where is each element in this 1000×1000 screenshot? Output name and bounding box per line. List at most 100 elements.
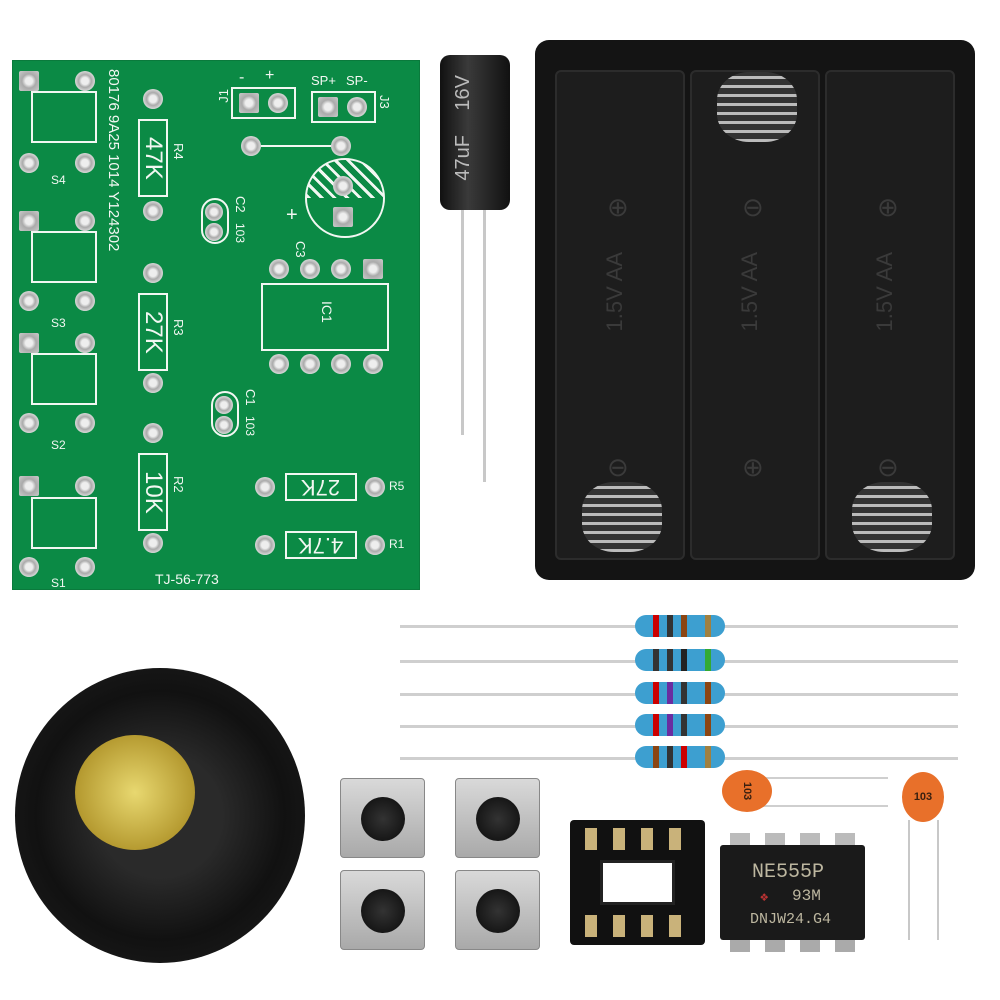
component-part [667, 682, 673, 704]
c2-label: C2 [233, 196, 248, 213]
ic1-label: IC1 [319, 301, 335, 323]
component-part: 1.5V AA [737, 252, 762, 332]
ref-label: R5 [389, 479, 405, 493]
cap-footprint-c1 [211, 391, 239, 437]
component-part [681, 714, 687, 736]
component-part: ⊖ [877, 452, 899, 482]
solder-pad [268, 93, 288, 113]
component-part [908, 820, 910, 940]
component-part: 47K [140, 136, 167, 180]
solder-pad [363, 259, 383, 279]
component-part [653, 714, 659, 736]
component-part: ⊖ [742, 192, 764, 222]
c1-label: C1 [243, 389, 258, 406]
pcb-serial: 80176 9A25 1014 Y124302 [105, 69, 122, 252]
spring-icon [717, 72, 797, 142]
ti-logo-icon: ❖ [760, 890, 769, 906]
ne555-chip: NE555P ❖ 93M DNJW24.G4 [720, 845, 865, 940]
solder-pad [363, 354, 383, 374]
solder-pad [75, 71, 95, 91]
solder-pad [300, 354, 320, 374]
chip-lot: DNJW24.G4 [750, 911, 832, 928]
component-part [667, 649, 673, 671]
ic-socket [570, 820, 705, 945]
solder-pad [215, 416, 233, 434]
tactile-button [455, 778, 540, 858]
j1-minus: - [239, 69, 245, 86]
component-part: 1.5V AA [872, 252, 897, 332]
tactile-button [340, 778, 425, 858]
component-part [800, 833, 820, 847]
component-part: 103 [913, 791, 933, 803]
component-part [765, 833, 785, 847]
component-part [705, 615, 711, 637]
component-part [730, 833, 750, 847]
component-part: ⊖ [607, 452, 629, 482]
component-part [800, 938, 820, 952]
resistor [635, 714, 725, 736]
tactile-button [455, 870, 540, 950]
solder-pad [19, 476, 39, 496]
j3-label: J3 [377, 95, 392, 109]
component-part [667, 615, 673, 637]
resistor [635, 615, 725, 637]
component-part: ⊕ [607, 192, 629, 222]
cap-voltage: 16V [452, 75, 474, 111]
component-part [730, 938, 750, 952]
solder-pad [205, 223, 223, 241]
solder-pad [75, 291, 95, 311]
solder-pad [75, 211, 95, 231]
ref-label: R2 [171, 476, 186, 493]
j3-sp-minus: SP- [346, 73, 368, 88]
solder-pad [19, 71, 39, 91]
component-part: ⊕ [877, 192, 899, 222]
component-part [261, 145, 331, 147]
battery-slot: ⊕ 1.5V AA ⊖ [555, 70, 685, 560]
c3-label: C3 [293, 241, 308, 258]
j3-sp-plus: SP+ [311, 73, 336, 88]
solder-pad [75, 413, 95, 433]
component-part [667, 746, 673, 768]
solder-pad [143, 423, 163, 443]
connector-j1 [231, 87, 296, 119]
component-part [585, 828, 690, 850]
switch-label: S2 [51, 438, 66, 452]
solder-pad [75, 476, 95, 496]
component-part [653, 649, 659, 671]
solder-pad [19, 153, 39, 173]
component-part [585, 915, 690, 937]
resistor-footprint-r2: 10K [138, 453, 168, 531]
chip-code: 93M [792, 887, 821, 905]
solder-pad [331, 354, 351, 374]
resistor [635, 649, 725, 671]
cap-value: 47uF [452, 135, 474, 181]
solder-pad [333, 176, 353, 196]
c3-plus: + [286, 204, 298, 226]
ic-footprint [261, 283, 389, 351]
component-part [31, 497, 97, 549]
component-part [31, 353, 97, 405]
resistor-footprint-r3: 27K [138, 293, 168, 371]
component-part [361, 889, 405, 933]
solder-pad [19, 211, 39, 231]
j1-plus: + [265, 67, 275, 84]
ref-label: R1 [389, 537, 405, 551]
switch-label: S3 [51, 316, 66, 330]
ceramic-capacitor: 103 [902, 772, 944, 822]
resistor [635, 746, 725, 768]
j1-label: J1 [216, 89, 231, 103]
component-part [760, 777, 888, 779]
solder-pad [215, 396, 233, 414]
battery-slot: ⊖ 1.5V AA ⊕ [690, 70, 820, 560]
tactile-button [340, 870, 425, 950]
solder-pad [255, 477, 275, 497]
solder-pad [143, 533, 163, 553]
chip-part: NE555P [752, 861, 825, 884]
solder-pad [75, 333, 95, 353]
speaker-magnet [75, 735, 195, 850]
solder-pad [205, 203, 223, 221]
solder-pad [333, 207, 353, 227]
component-part [937, 820, 939, 940]
solder-pad [19, 333, 39, 353]
solder-pad [241, 136, 261, 156]
